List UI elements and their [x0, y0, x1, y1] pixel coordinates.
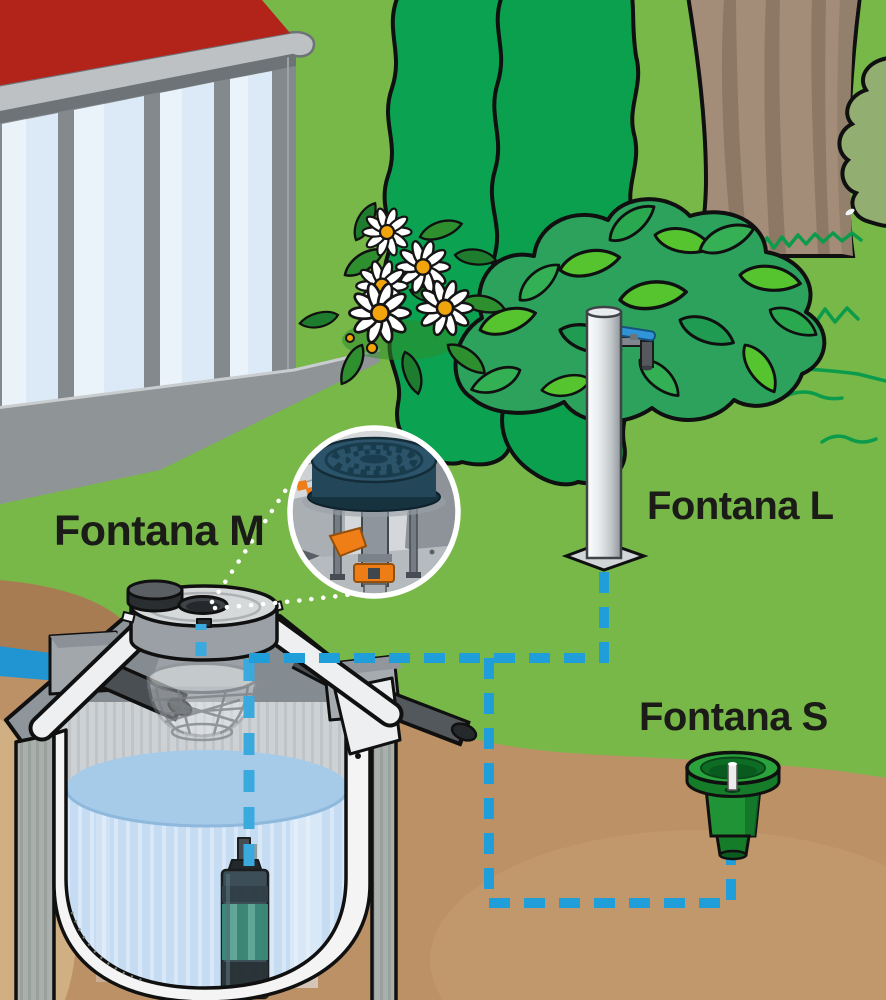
- water-piping-dashed: [195, 572, 736, 908]
- flower-bed-daisies: [297, 198, 508, 398]
- detail-inset-circle: [287, 425, 461, 599]
- window-glass-panes: [2, 71, 272, 407]
- dotted-connector-lines: [209, 479, 402, 611]
- shrub-right-edge: [837, 56, 886, 228]
- inset-manhole-cover: [302, 436, 446, 517]
- leafy-bush: [453, 196, 827, 424]
- tank-filter-basket: [146, 662, 258, 742]
- inset-orange-valve: [328, 526, 395, 583]
- fontana-s-label: Fontana S: [639, 695, 828, 739]
- white-petal-speck: [845, 208, 855, 216]
- house-fascia: [0, 31, 316, 114]
- branch-pipe-to-fontana-s: [484, 658, 736, 908]
- house: [0, 0, 381, 505]
- tree-trunk: [686, 0, 862, 258]
- valve-nozzle: [724, 762, 741, 793]
- house-roof: [0, 0, 290, 86]
- submersible-pump: [220, 837, 270, 1000]
- column-shaft: [585, 310, 623, 560]
- tank-water: [64, 750, 350, 990]
- tank-cap-small: [126, 579, 184, 613]
- tank-outer-wall-left: [14, 732, 56, 1000]
- fontana-l-label: Fontana L: [647, 484, 834, 528]
- supply-pipe-to-fontana-l: [240, 572, 609, 663]
- inset-circle-ring: [287, 425, 461, 599]
- fontana-m-label: Fontana M: [54, 507, 265, 555]
- fontana-s-valve-box: [685, 750, 781, 861]
- fontana-l-water-column: [561, 305, 656, 572]
- tank-outer-wall-right: [370, 732, 398, 1000]
- tank-neck-and-lid: [121, 579, 284, 662]
- tank-opening-dark: [177, 595, 229, 615]
- manhole-cover-detail: [290, 428, 458, 596]
